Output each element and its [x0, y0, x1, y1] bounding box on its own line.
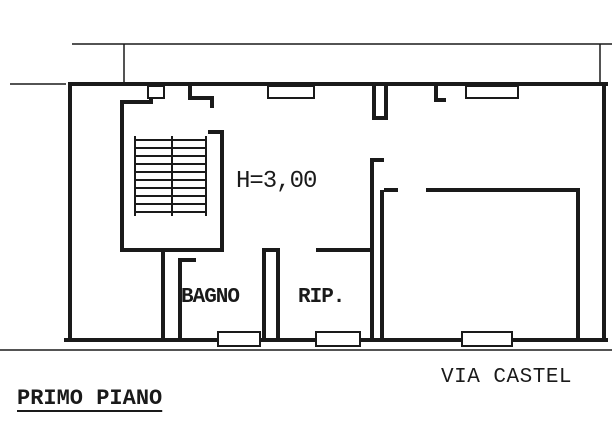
site-boundary — [0, 43, 612, 351]
floor-title: PRIMO PIANO — [17, 386, 163, 411]
street-name-label: VIA CASTEL — [441, 366, 573, 389]
ceiling-height-label: H=3,00 — [236, 168, 317, 195]
upper-windows — [147, 85, 519, 99]
bathroom-label: BAGNO — [181, 286, 240, 309]
staircase — [134, 136, 207, 216]
interior-walls — [120, 82, 580, 342]
lower-windows — [217, 331, 513, 347]
storage-label: RIP. — [298, 286, 345, 309]
